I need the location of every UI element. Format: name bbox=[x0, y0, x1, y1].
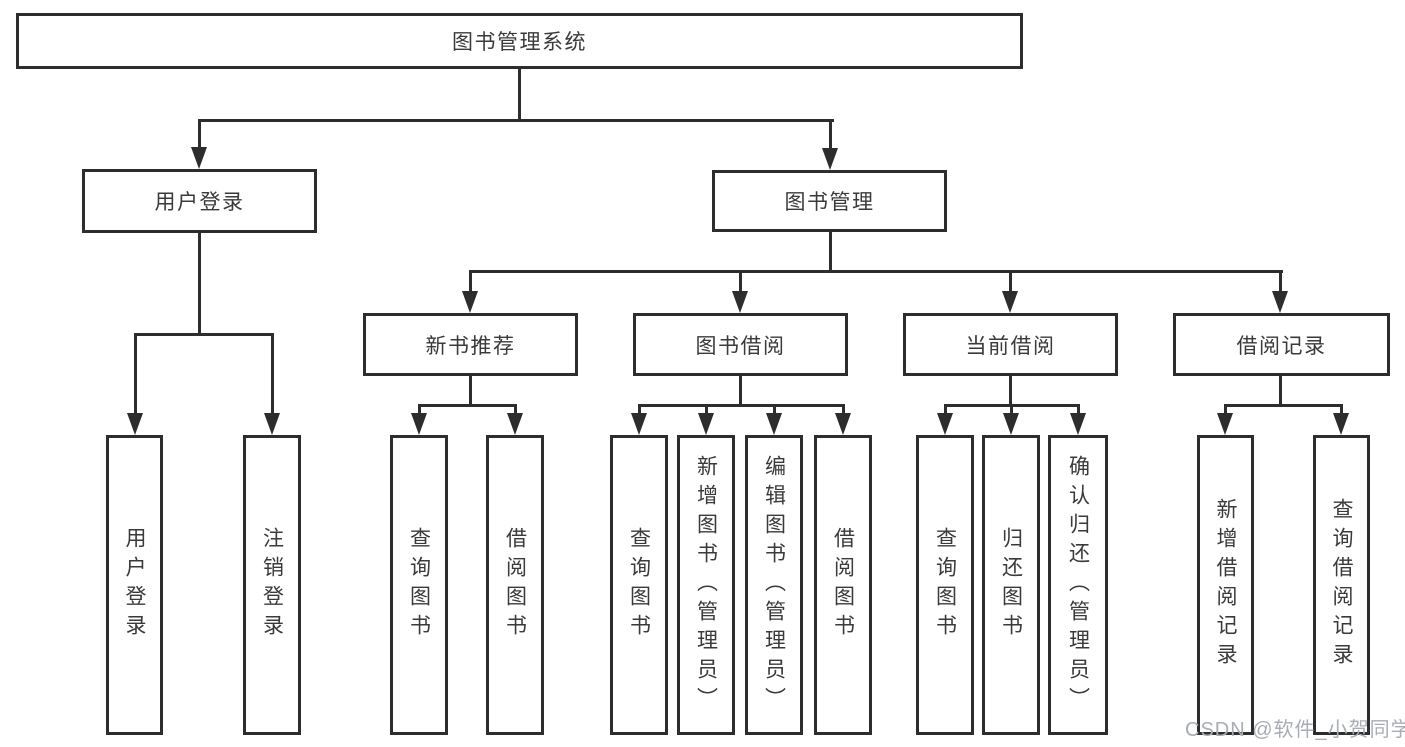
leaf-logout: 注销登录 bbox=[243, 435, 301, 735]
connector-line bbox=[1077, 404, 1080, 416]
node-root: 图书管理系统 bbox=[16, 13, 1023, 69]
arrow-down-icon bbox=[1002, 291, 1018, 313]
connector-line bbox=[469, 376, 472, 407]
arrow-down-icon bbox=[1003, 413, 1019, 435]
arrow-down-icon bbox=[264, 413, 280, 435]
connector-line bbox=[1224, 404, 1343, 407]
connector-line bbox=[638, 404, 845, 407]
watermark: CSDN @软件_小贺同学 bbox=[1185, 719, 1405, 741]
leaf-edit-books-admin-label: 编辑图书（管理员） bbox=[762, 454, 786, 716]
connector-line bbox=[739, 376, 742, 407]
connector-line bbox=[1224, 404, 1227, 416]
node-book-borrow-label: 图书借阅 bbox=[695, 334, 786, 358]
leaf-add-borrow-record-label: 新增借阅记录 bbox=[1214, 498, 1237, 672]
connector-line bbox=[944, 404, 947, 416]
connector-line bbox=[134, 333, 137, 415]
leaf-add-books-admin-label: 新增图书（管理员） bbox=[694, 454, 718, 716]
leaf-add-books-admin: 新增图书（管理员） bbox=[677, 435, 735, 735]
leaf-query-books-recommend: 查询图书 bbox=[390, 435, 448, 735]
arrow-down-icon bbox=[631, 413, 647, 435]
connector-line bbox=[773, 404, 776, 416]
node-current-borrow: 当前借阅 bbox=[903, 313, 1118, 376]
arrow-down-icon bbox=[1333, 413, 1349, 435]
node-root-label: 图书管理系统 bbox=[452, 31, 587, 54]
arrow-down-icon bbox=[1272, 291, 1288, 313]
leaf-user-login: 用户登录 bbox=[106, 435, 163, 735]
connector-line bbox=[829, 119, 832, 152]
connector-line bbox=[418, 404, 517, 407]
arrow-down-icon bbox=[191, 147, 207, 169]
connector-line bbox=[705, 404, 708, 416]
arrow-down-icon bbox=[462, 291, 478, 313]
leaf-query-books-current: 查询图书 bbox=[916, 435, 974, 735]
leaf-return-books: 归还图书 bbox=[982, 435, 1040, 735]
connector-line bbox=[739, 270, 742, 294]
leaf-query-books-current-label: 查询图书 bbox=[933, 527, 957, 643]
connector-line bbox=[134, 333, 274, 336]
connector-line bbox=[198, 119, 201, 151]
leaf-add-borrow-record: 新增借阅记录 bbox=[1197, 435, 1254, 735]
arrow-down-icon bbox=[507, 413, 523, 435]
connector-line bbox=[638, 404, 641, 416]
connector-line bbox=[1279, 376, 1282, 407]
connector-line bbox=[829, 232, 832, 273]
leaf-query-books-recommend-label: 查询图书 bbox=[407, 527, 431, 643]
leaf-query-books-borrow-label: 查询图书 bbox=[627, 527, 651, 643]
connector-line bbox=[1009, 270, 1012, 294]
leaf-return-books-label: 归还图书 bbox=[999, 527, 1023, 643]
node-book-management-label: 图书管理 bbox=[784, 191, 875, 214]
arrow-down-icon bbox=[1217, 413, 1233, 435]
arrow-down-icon bbox=[127, 413, 143, 435]
connector-line bbox=[271, 333, 274, 415]
leaf-query-borrow-record: 查询借阅记录 bbox=[1313, 435, 1370, 735]
arrow-down-icon bbox=[937, 413, 953, 435]
leaf-borrow-books-recommend: 借阅图书 bbox=[486, 435, 544, 735]
node-borrow-records-label: 借阅记录 bbox=[1236, 334, 1327, 358]
connector-line bbox=[418, 404, 421, 416]
connector-line bbox=[518, 69, 521, 121]
connector-line bbox=[1010, 404, 1013, 416]
leaf-query-books-borrow: 查询图书 bbox=[610, 435, 668, 735]
arrow-down-icon bbox=[732, 291, 748, 313]
node-new-book-recommend: 新书推荐 bbox=[363, 313, 578, 376]
arrow-down-icon bbox=[698, 413, 714, 435]
arrow-down-icon bbox=[835, 413, 851, 435]
node-book-management: 图书管理 bbox=[712, 170, 947, 232]
node-user-login: 用户登录 bbox=[82, 169, 317, 233]
connector-line bbox=[1009, 376, 1012, 407]
leaf-edit-books-admin: 编辑图书（管理员） bbox=[745, 435, 803, 735]
connector-line bbox=[842, 404, 845, 416]
connector-line bbox=[198, 233, 201, 335]
node-user-login-label: 用户登录 bbox=[154, 191, 245, 214]
connector-line bbox=[469, 270, 472, 294]
leaf-borrow-books-label: 借阅图书 bbox=[831, 527, 855, 643]
leaf-confirm-return-admin: 确认归还（管理员） bbox=[1048, 435, 1108, 735]
connector-line bbox=[198, 119, 834, 122]
node-book-borrow: 图书借阅 bbox=[633, 313, 848, 376]
arrow-down-icon bbox=[766, 413, 782, 435]
connector-line bbox=[1279, 270, 1282, 294]
leaf-borrow-books: 借阅图书 bbox=[814, 435, 872, 735]
node-new-book-recommend-label: 新书推荐 bbox=[425, 334, 516, 358]
leaf-query-borrow-record-label: 查询借阅记录 bbox=[1330, 498, 1353, 672]
leaf-user-login-label: 用户登录 bbox=[123, 527, 146, 643]
node-borrow-records: 借阅记录 bbox=[1173, 313, 1390, 376]
leaf-logout-label: 注销登录 bbox=[260, 527, 284, 643]
connector-line bbox=[1340, 404, 1343, 416]
arrow-down-icon bbox=[1070, 413, 1086, 435]
node-current-borrow-label: 当前借阅 bbox=[965, 334, 1056, 358]
arrow-down-icon bbox=[822, 148, 838, 170]
connector-line bbox=[514, 404, 517, 416]
connector-line bbox=[469, 270, 1283, 273]
leaf-confirm-return-admin-label: 确认归还（管理员） bbox=[1066, 454, 1090, 716]
arrow-down-icon bbox=[411, 413, 427, 435]
leaf-borrow-books-recommend-label: 借阅图书 bbox=[503, 527, 527, 643]
